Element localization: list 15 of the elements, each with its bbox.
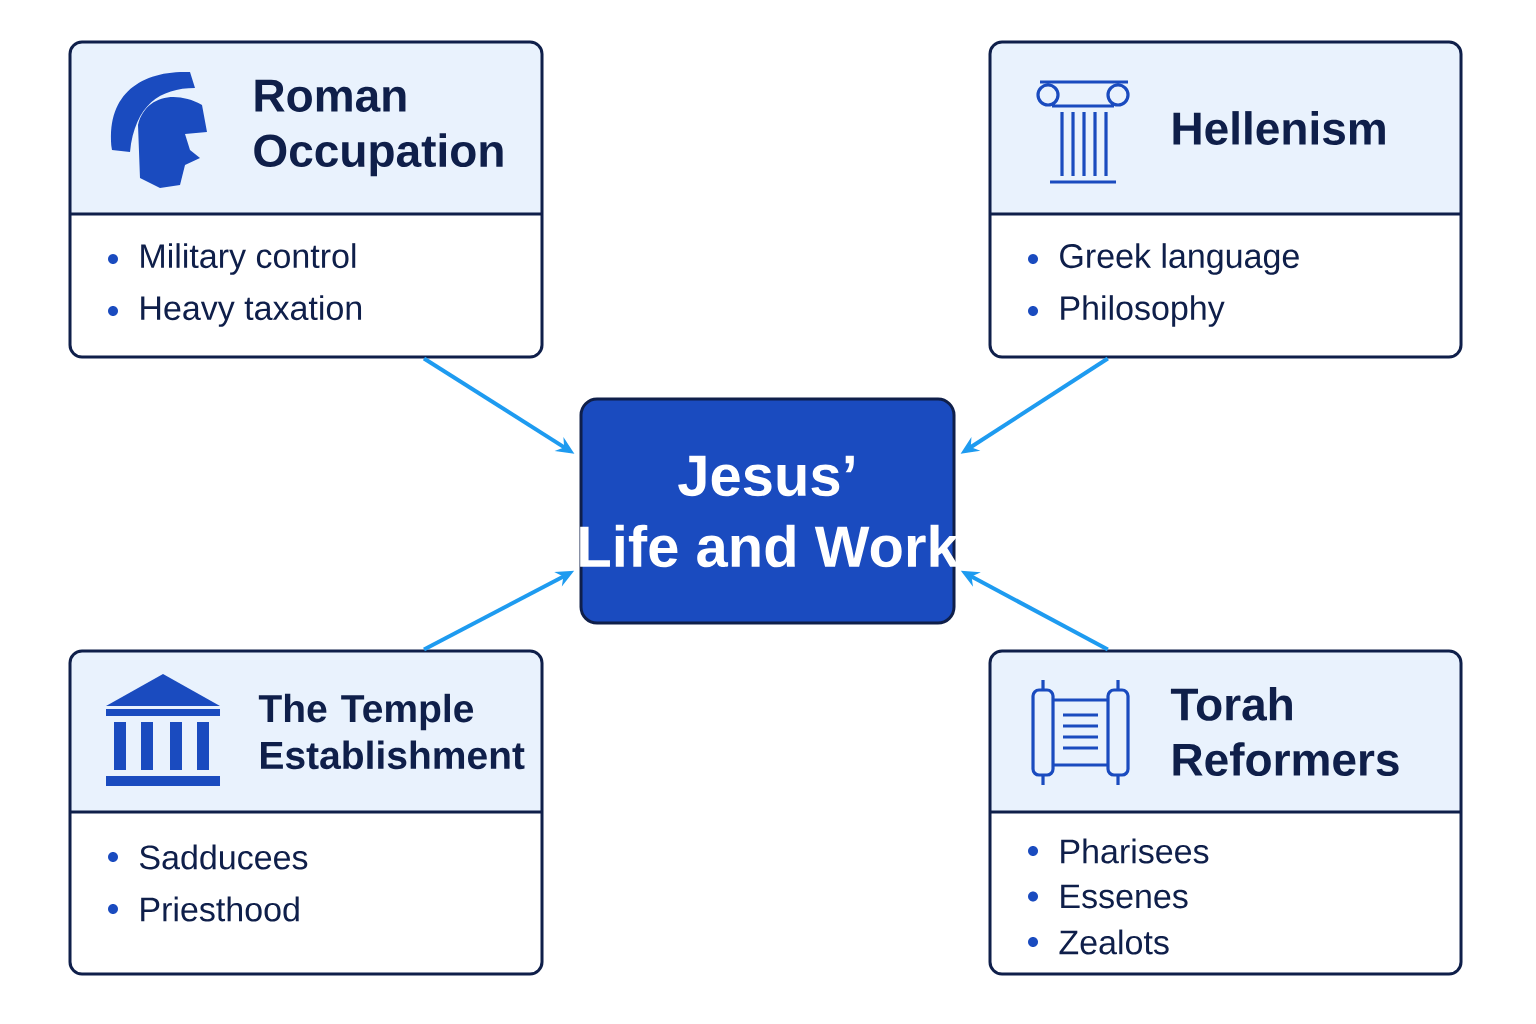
- bullet-item: Greek language: [1028, 243, 1299, 275]
- bullet-item: Philosophy: [1028, 295, 1225, 327]
- heading: Roman Occupation: [254, 79, 503, 177]
- bullet-item: Sadducees: [108, 844, 308, 870]
- center-title: Jesus’: [678, 455, 854, 497]
- bullet-item: Essenes: [1028, 884, 1188, 909]
- bullet-item: Military control: [108, 243, 356, 275]
- heading: Torah Reformers: [1170, 687, 1399, 776]
- bullet-item: Zealots: [1028, 929, 1169, 955]
- heading: The Temple Establishment: [258, 693, 525, 770]
- center-title: Life and Work: [580, 524, 959, 568]
- bullet-item: Heavy taxation: [108, 295, 362, 327]
- heading: Hellenism: [1173, 111, 1385, 145]
- bullet-item: Priesthood: [108, 896, 299, 922]
- bullet-item: Pharisees: [1028, 838, 1209, 864]
